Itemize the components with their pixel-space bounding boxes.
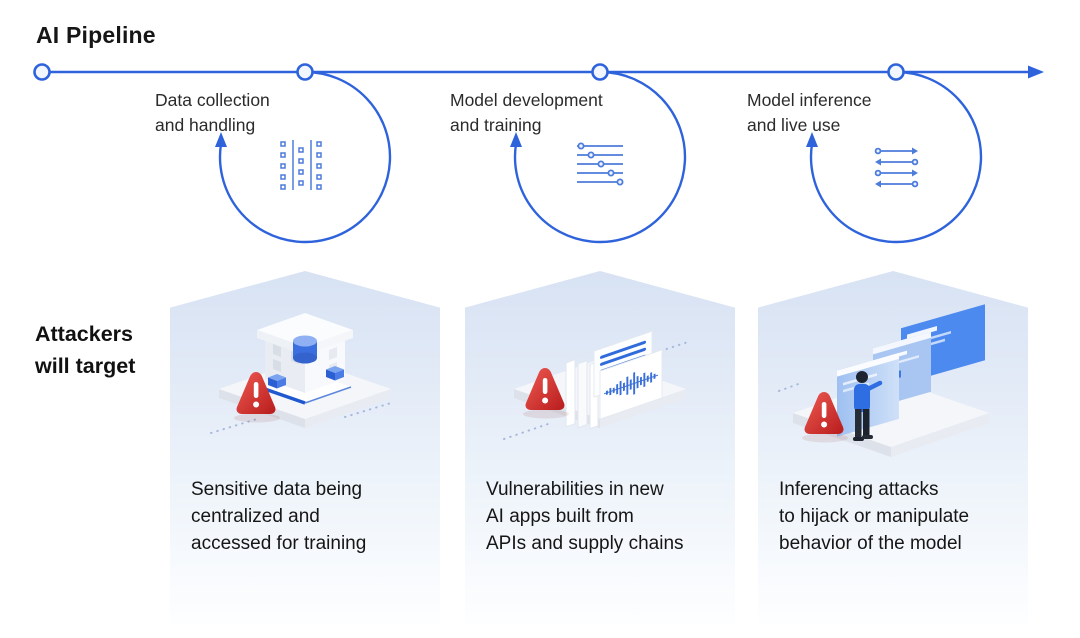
target-panel-sensitive-data: Sensitive data being centralized and acc… xyxy=(170,271,440,623)
person-screens-warning-illustration xyxy=(778,304,989,457)
timeline-node-3 xyxy=(887,63,905,81)
caption-line: AI apps built from xyxy=(486,505,634,527)
attackers-label-line: will target xyxy=(35,354,136,379)
timeline-node-2 xyxy=(591,63,609,81)
warning-triangle-icon xyxy=(802,392,848,443)
timeline-node-1 xyxy=(296,63,314,81)
warning-triangle-icon xyxy=(523,368,569,419)
loop-arrow-3 xyxy=(809,70,983,244)
pipeline-timeline-graphic xyxy=(33,63,1044,244)
caption-line: accessed for training xyxy=(191,532,367,554)
caption-line: centralized and xyxy=(191,505,320,527)
target-caption-ai-app-vulnerabilities: Vulnerabilities in new AI apps built fro… xyxy=(486,477,684,558)
dotted-accents xyxy=(210,402,392,434)
data-table-icon xyxy=(280,140,322,190)
sliders-icon xyxy=(577,142,624,186)
audio-waveform-card xyxy=(599,349,663,420)
attackers-label-line: Attackers xyxy=(35,322,133,346)
target-caption-inferencing-attacks: Inferencing attacks to hijack or manipul… xyxy=(779,477,969,558)
stage-label-model-inference: Model inference and live use xyxy=(747,88,872,137)
warning-triangle-icon xyxy=(234,372,280,423)
data-cylinder xyxy=(293,335,317,364)
data-warehouse-warning-illustration xyxy=(210,313,392,434)
target-panel-inferencing-attacks: Inferencing attacks to hijack or manipul… xyxy=(758,271,1028,623)
document-cards xyxy=(565,330,663,430)
caption-line: to hijack or manipulate xyxy=(779,505,970,527)
stage-label-line: Data collection xyxy=(155,90,270,110)
loop-arrow-2 xyxy=(513,70,687,244)
person-figure xyxy=(853,371,883,441)
caption-line: behavior of the model xyxy=(779,532,962,554)
stage-label-line: Model development xyxy=(450,90,603,110)
dotted-accents xyxy=(778,382,802,392)
server-building xyxy=(257,313,353,393)
target-caption-sensitive-data: Sensitive data being centralized and acc… xyxy=(191,477,366,558)
timeline-nodes xyxy=(33,63,905,81)
stage-label-line: and live use xyxy=(747,114,841,135)
waveform-bars xyxy=(606,372,656,396)
stage-label-line: and training xyxy=(450,114,542,135)
caption-line: Sensitive data being xyxy=(191,479,363,500)
caption-line: Inferencing attacks xyxy=(779,479,939,500)
exchange-arrows-icon xyxy=(874,147,919,188)
page-title: AI Pipeline xyxy=(36,22,156,48)
loop-arrows xyxy=(218,70,983,244)
timeline-node-start xyxy=(33,63,51,81)
data-cube-right xyxy=(326,366,344,381)
model-screens xyxy=(837,304,985,437)
attackers-will-target-label: Attackers will target xyxy=(35,318,135,383)
caption-line: Vulnerabilities in new xyxy=(486,479,664,500)
loop-arrowheads xyxy=(215,132,818,147)
caption-line: APIs and supply chains xyxy=(486,532,684,554)
stage-label-line: and handling xyxy=(155,114,256,135)
stage-label-model-development: Model development and training xyxy=(450,88,603,137)
documents-warning-illustration xyxy=(503,330,689,440)
target-panel-ai-app-vulnerabilities: Vulnerabilities in new AI apps built fro… xyxy=(465,271,735,623)
loop-arrow-1 xyxy=(218,70,392,244)
stage-label-line: Model inference xyxy=(747,90,872,110)
timeline-arrowhead-icon xyxy=(1028,65,1044,79)
data-cube-left xyxy=(268,374,286,389)
stage-label-data-collection: Data collection and handling xyxy=(155,88,270,137)
